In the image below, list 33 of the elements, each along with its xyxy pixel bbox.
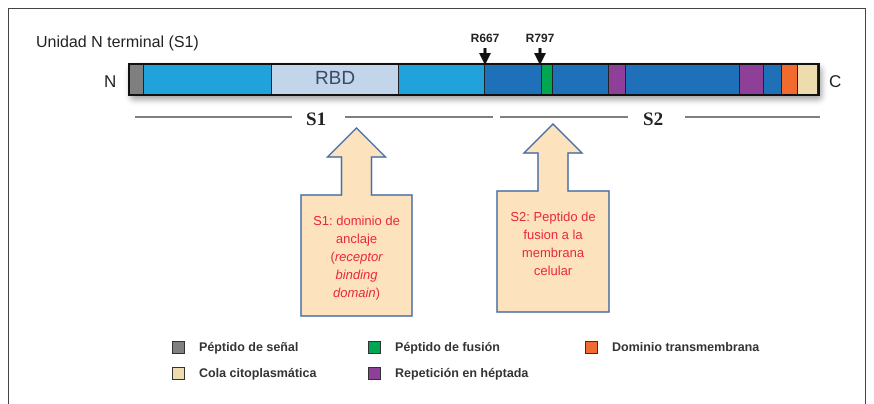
region-label: S2 bbox=[643, 108, 664, 132]
legend-text: Dominio transmembrana bbox=[612, 339, 760, 356]
callout-text: S2: Peptido de fusion a la membrana celular bbox=[509, 208, 597, 280]
title: Unidad N terminal (S1) bbox=[36, 33, 199, 53]
segment-label: RBD bbox=[314, 67, 356, 92]
terminus-label: N bbox=[104, 71, 116, 93]
site-label: R667 bbox=[468, 31, 502, 45]
callout-text: S1: dominio de anclaje (receptor binding domain) bbox=[312, 212, 401, 302]
arrow-callout bbox=[496, 123, 610, 313]
signal-peptide-segment bbox=[130, 65, 144, 94]
cytoplasmic-tail-segment bbox=[798, 65, 818, 94]
legend-text: Cola citoplasmática bbox=[199, 365, 316, 382]
heptad-repeat-segment bbox=[740, 65, 764, 94]
domain-segment bbox=[626, 65, 740, 94]
transmembrane-segment bbox=[782, 65, 798, 94]
fusion-peptide-segment bbox=[542, 65, 553, 94]
domain-segment bbox=[399, 65, 485, 94]
terminus-label: C bbox=[829, 71, 842, 93]
legend-text: Péptido de señal bbox=[199, 339, 298, 356]
domain-segment bbox=[764, 65, 782, 94]
rbd-segment bbox=[272, 65, 399, 94]
domain-segment bbox=[553, 65, 609, 94]
arrow-callout bbox=[300, 127, 413, 317]
legend-text: Repetición en héptada bbox=[395, 365, 528, 382]
domain-segment bbox=[485, 65, 542, 94]
legend-text: Péptido de fusión bbox=[395, 339, 500, 356]
region-label: S1 bbox=[306, 108, 326, 132]
arrow bbox=[479, 48, 491, 65]
heptad-repeat-segment bbox=[609, 65, 626, 94]
arrow bbox=[534, 48, 546, 65]
site-label: R797 bbox=[523, 31, 557, 45]
domain-segment bbox=[144, 65, 272, 94]
protein-bar bbox=[128, 63, 820, 96]
